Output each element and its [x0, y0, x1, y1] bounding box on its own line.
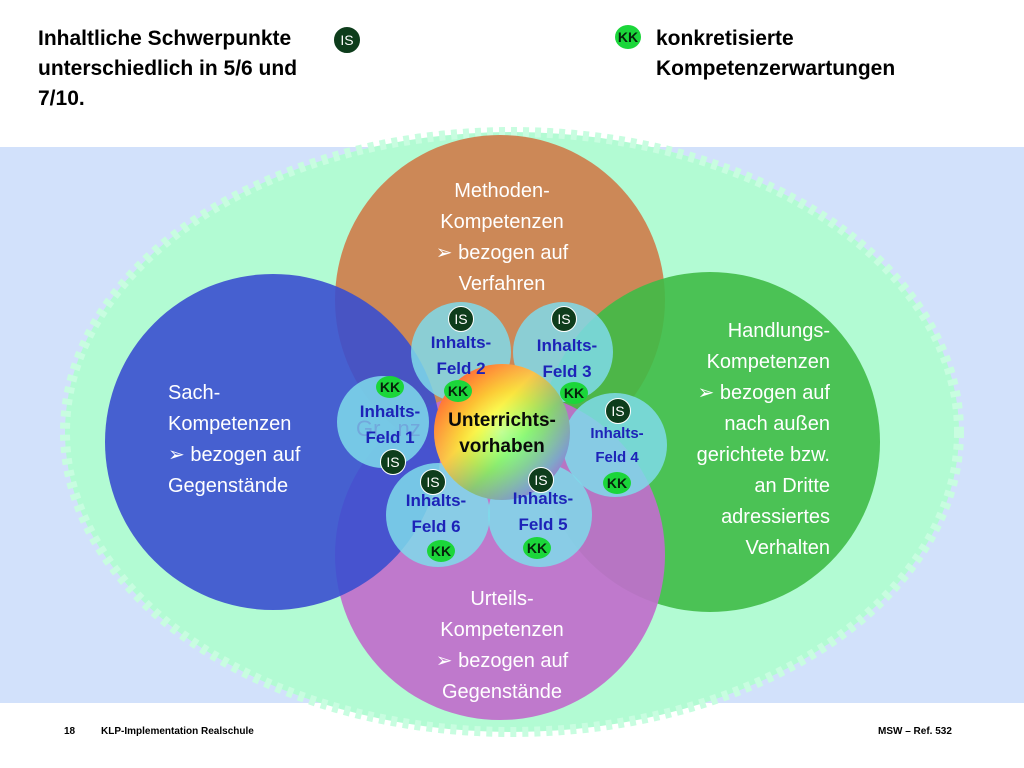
field-2-is-badge: IS [448, 306, 474, 332]
footer-ref: MSW – Ref. 532 [878, 726, 952, 737]
title-right: konkretisierte Kompetenzerwartungen [656, 27, 896, 80]
field-3-label: Inhalts- Feld 3 [536, 336, 598, 381]
field-5-label: Inhalts- Feld 5 [512, 489, 574, 534]
field-6-label: Inhalts- Feld 6 [405, 491, 467, 536]
field-4-kk-badge: KK [603, 472, 631, 494]
field-5-kk-badge: KK [523, 537, 551, 559]
urteils-label: Urteils- Kompetenzen ➢ bezogen auf Gegen… [435, 588, 569, 703]
title-left: Inhaltliche Schwerpunkte unterschiedlich… [38, 27, 298, 110]
footer-title: KLP-Implementation Realschule [101, 726, 254, 737]
title-is-badge: IS [333, 26, 361, 54]
field-3-is-badge: IS [551, 306, 577, 332]
field-5-is-badge: IS [528, 467, 554, 493]
field-6-circle [386, 463, 490, 567]
field-1-is-badge: IS [380, 449, 406, 475]
field-1-label: Inhalts- Feld 1 [359, 402, 421, 447]
field-4-circle [563, 393, 667, 497]
title-kk-badge: KK [615, 25, 641, 49]
sach-label: Sach- Kompetenzen ➢ bezogen auf Gegenstä… [168, 382, 301, 497]
methoden-label: Methoden- Kompetenzen ➢ bezogen auf Verf… [435, 180, 569, 295]
field-1-circle [337, 376, 429, 468]
field-6-is-badge: IS [420, 469, 446, 495]
field-4-label: Inhalts- Feld 4 [590, 425, 644, 466]
footer-page-number: 18 [64, 726, 76, 737]
handlungs-label: Handlungs- Kompetenzen ➢ bezogen auf nac… [696, 320, 830, 559]
field-4-is-badge: IS [605, 398, 631, 424]
field-2-kk-badge: KK [444, 380, 472, 402]
field-1-kk-badge: KK [376, 376, 404, 398]
sach-circle [105, 274, 441, 610]
center-label: Unterrichts- vorhaben [448, 410, 556, 457]
ghost-text: Gr...nz [356, 416, 421, 441]
field-3-kk-badge: KK [560, 382, 588, 404]
field-2-label: Inhalts- Feld 2 [430, 333, 492, 378]
field-6-kk-badge: KK [427, 540, 455, 562]
